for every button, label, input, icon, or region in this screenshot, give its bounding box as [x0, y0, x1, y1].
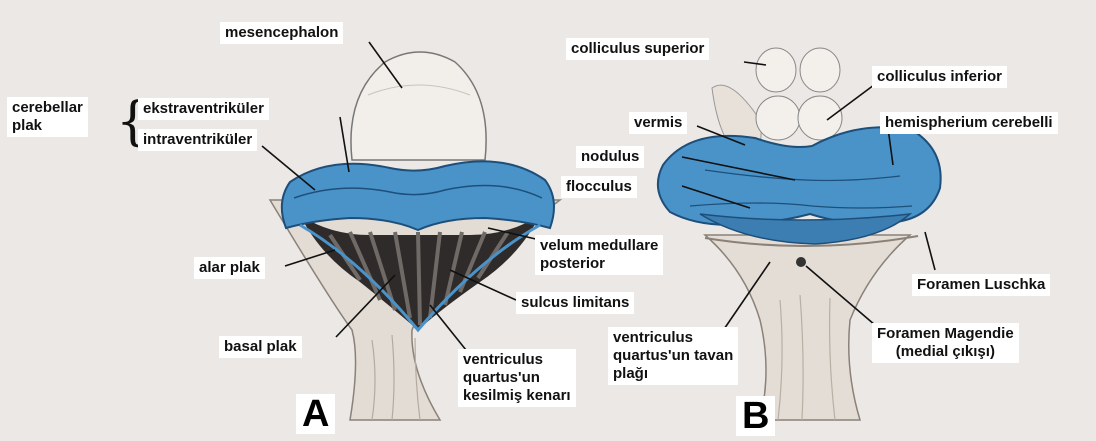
label-alar-plak: alar plak [194, 257, 265, 279]
label-flocculus: flocculus [561, 176, 637, 198]
label-ventriculus-kenari: ventriculus quartus'un kesilmiş kenarı [458, 349, 576, 407]
label-colliculus-superior: colliculus superior [566, 38, 709, 60]
label-ekstraventrikuler: ekstraventriküler [138, 98, 269, 120]
label-vermis: vermis [629, 112, 687, 134]
panel-label-b: B [736, 396, 775, 436]
label-cerebellar-plak: cerebellar plak [7, 97, 88, 137]
mesencephalon-shape [351, 52, 486, 160]
label-foramen-magendie: Foramen Magendie (medial çıkışı) [872, 323, 1019, 363]
label-basal-plak: basal plak [219, 336, 302, 358]
label-tavan-plagi: ventriculus quartus'un tavan plağı [608, 327, 738, 385]
colliculi [756, 48, 842, 140]
label-velum-medullare: velum medullare posterior [535, 235, 663, 275]
label-foramen-luschka: Foramen Luschka [912, 274, 1050, 296]
label-sulcus-limitans: sulcus limitans [516, 292, 634, 314]
label-hemispherium-cerebelli: hemispherium cerebelli [880, 112, 1058, 134]
label-mesencephalon: mesencephalon [220, 22, 343, 44]
label-colliculus-inferior: colliculus inferior [872, 66, 1007, 88]
panel-label-a: A [296, 394, 335, 434]
label-nodulus: nodulus [576, 146, 644, 168]
label-intraventrikuler: intraventriküler [138, 129, 257, 151]
